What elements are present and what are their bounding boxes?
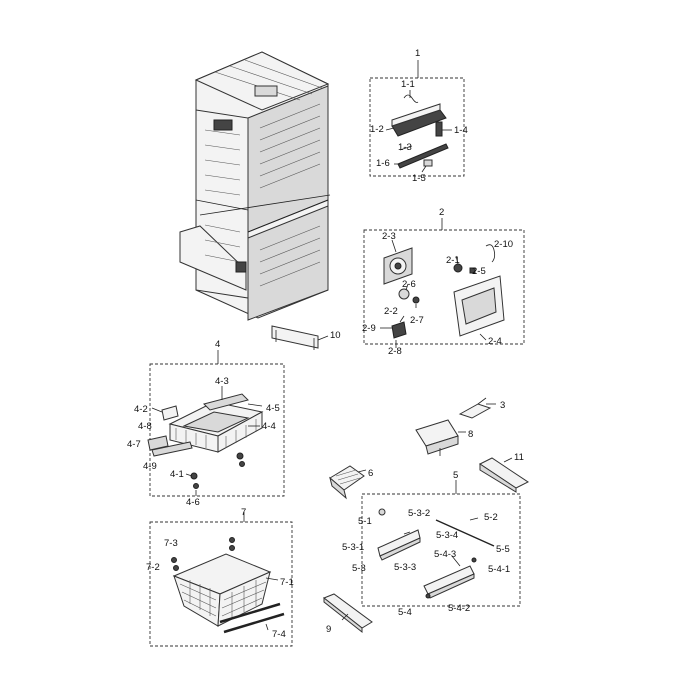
label-2-1: 2-1 <box>446 255 460 266</box>
label-8: 8 <box>468 429 473 440</box>
part-8 <box>415 419 466 456</box>
label-2-9: 2-9 <box>362 323 376 334</box>
part-3 <box>458 397 496 419</box>
label-7-4: 7-4 <box>272 629 286 640</box>
refrigerator-cabinet <box>179 51 331 321</box>
label-4-4: 4-4 <box>262 421 276 432</box>
label-5-4-3: 5-4-3 <box>434 549 456 560</box>
label-1-3: 1-3 <box>398 142 412 153</box>
label-11: 11 <box>514 452 524 463</box>
label-2-5: 2-5 <box>472 266 486 277</box>
label-5-3: 5-3 <box>352 563 366 574</box>
label-4-6: 4-6 <box>186 497 200 508</box>
label-2: 2 <box>439 207 444 218</box>
part-6 <box>329 465 367 500</box>
label-5-3-4: 5-3-4 <box>436 530 458 541</box>
label-4-7: 4-7 <box>127 439 141 450</box>
assembly-group-5 <box>361 480 521 607</box>
label-7-3: 7-3 <box>164 538 178 549</box>
label-6: 6 <box>368 468 373 479</box>
assembly-group-7 <box>149 512 293 647</box>
label-1-5: 1-5 <box>412 173 426 184</box>
label-1-2: 1-2 <box>370 124 384 135</box>
label-5-4-1: 5-4-1 <box>488 564 510 575</box>
label-2-3: 2-3 <box>382 231 396 242</box>
label-4-5: 4-5 <box>266 403 280 414</box>
label-4-2: 4-2 <box>134 404 148 415</box>
label-5-5: 5-5 <box>496 544 510 555</box>
label-9: 9 <box>326 624 331 635</box>
label-4-1: 4-1 <box>170 469 184 480</box>
label-1: 1 <box>415 48 420 59</box>
label-2-7: 2-7 <box>410 315 424 326</box>
label-2-10: 2-10 <box>494 239 513 250</box>
label-7: 7 <box>241 507 246 518</box>
label-5-4: 5-4 <box>398 607 412 618</box>
label-5-4-2: 5-4-2 <box>448 603 470 614</box>
assembly-group-4 <box>147 350 285 497</box>
assembly-group-2 <box>363 218 525 348</box>
label-7-1: 7-1 <box>280 577 294 588</box>
label-4-9: 4-9 <box>143 461 157 472</box>
label-7-2: 7-2 <box>146 562 160 573</box>
label-2-2: 2-2 <box>384 306 398 317</box>
label-3: 3 <box>500 400 505 411</box>
label-1-4: 1-4 <box>454 125 468 136</box>
part-9 <box>323 593 373 634</box>
part-11 <box>479 457 529 493</box>
label-4-3: 4-3 <box>215 376 229 387</box>
label-10: 10 <box>330 330 341 341</box>
assembly-group-1 <box>369 60 465 177</box>
label-4: 4 <box>215 339 220 350</box>
label-4-8: 4-8 <box>138 421 152 432</box>
part-labels: 1 1-1 1-2 1-3 1-4 1-5 1-6 2 2-1 2-2 2-3 … <box>127 48 524 640</box>
label-5-3-3: 5-3-3 <box>394 562 416 573</box>
label-5-3-1: 5-3-1 <box>342 542 364 553</box>
label-2-6: 2-6 <box>402 279 416 290</box>
label-2-4: 2-4 <box>488 336 502 347</box>
label-5-2: 5-2 <box>484 512 498 523</box>
part-10 <box>271 325 329 350</box>
label-5-3-2: 5-3-2 <box>408 508 430 519</box>
label-5-1: 5-1 <box>358 516 372 527</box>
label-1-1: 1-1 <box>401 79 415 90</box>
label-2-8: 2-8 <box>388 346 402 357</box>
label-1-6: 1-6 <box>376 158 390 169</box>
label-5: 5 <box>453 470 458 481</box>
